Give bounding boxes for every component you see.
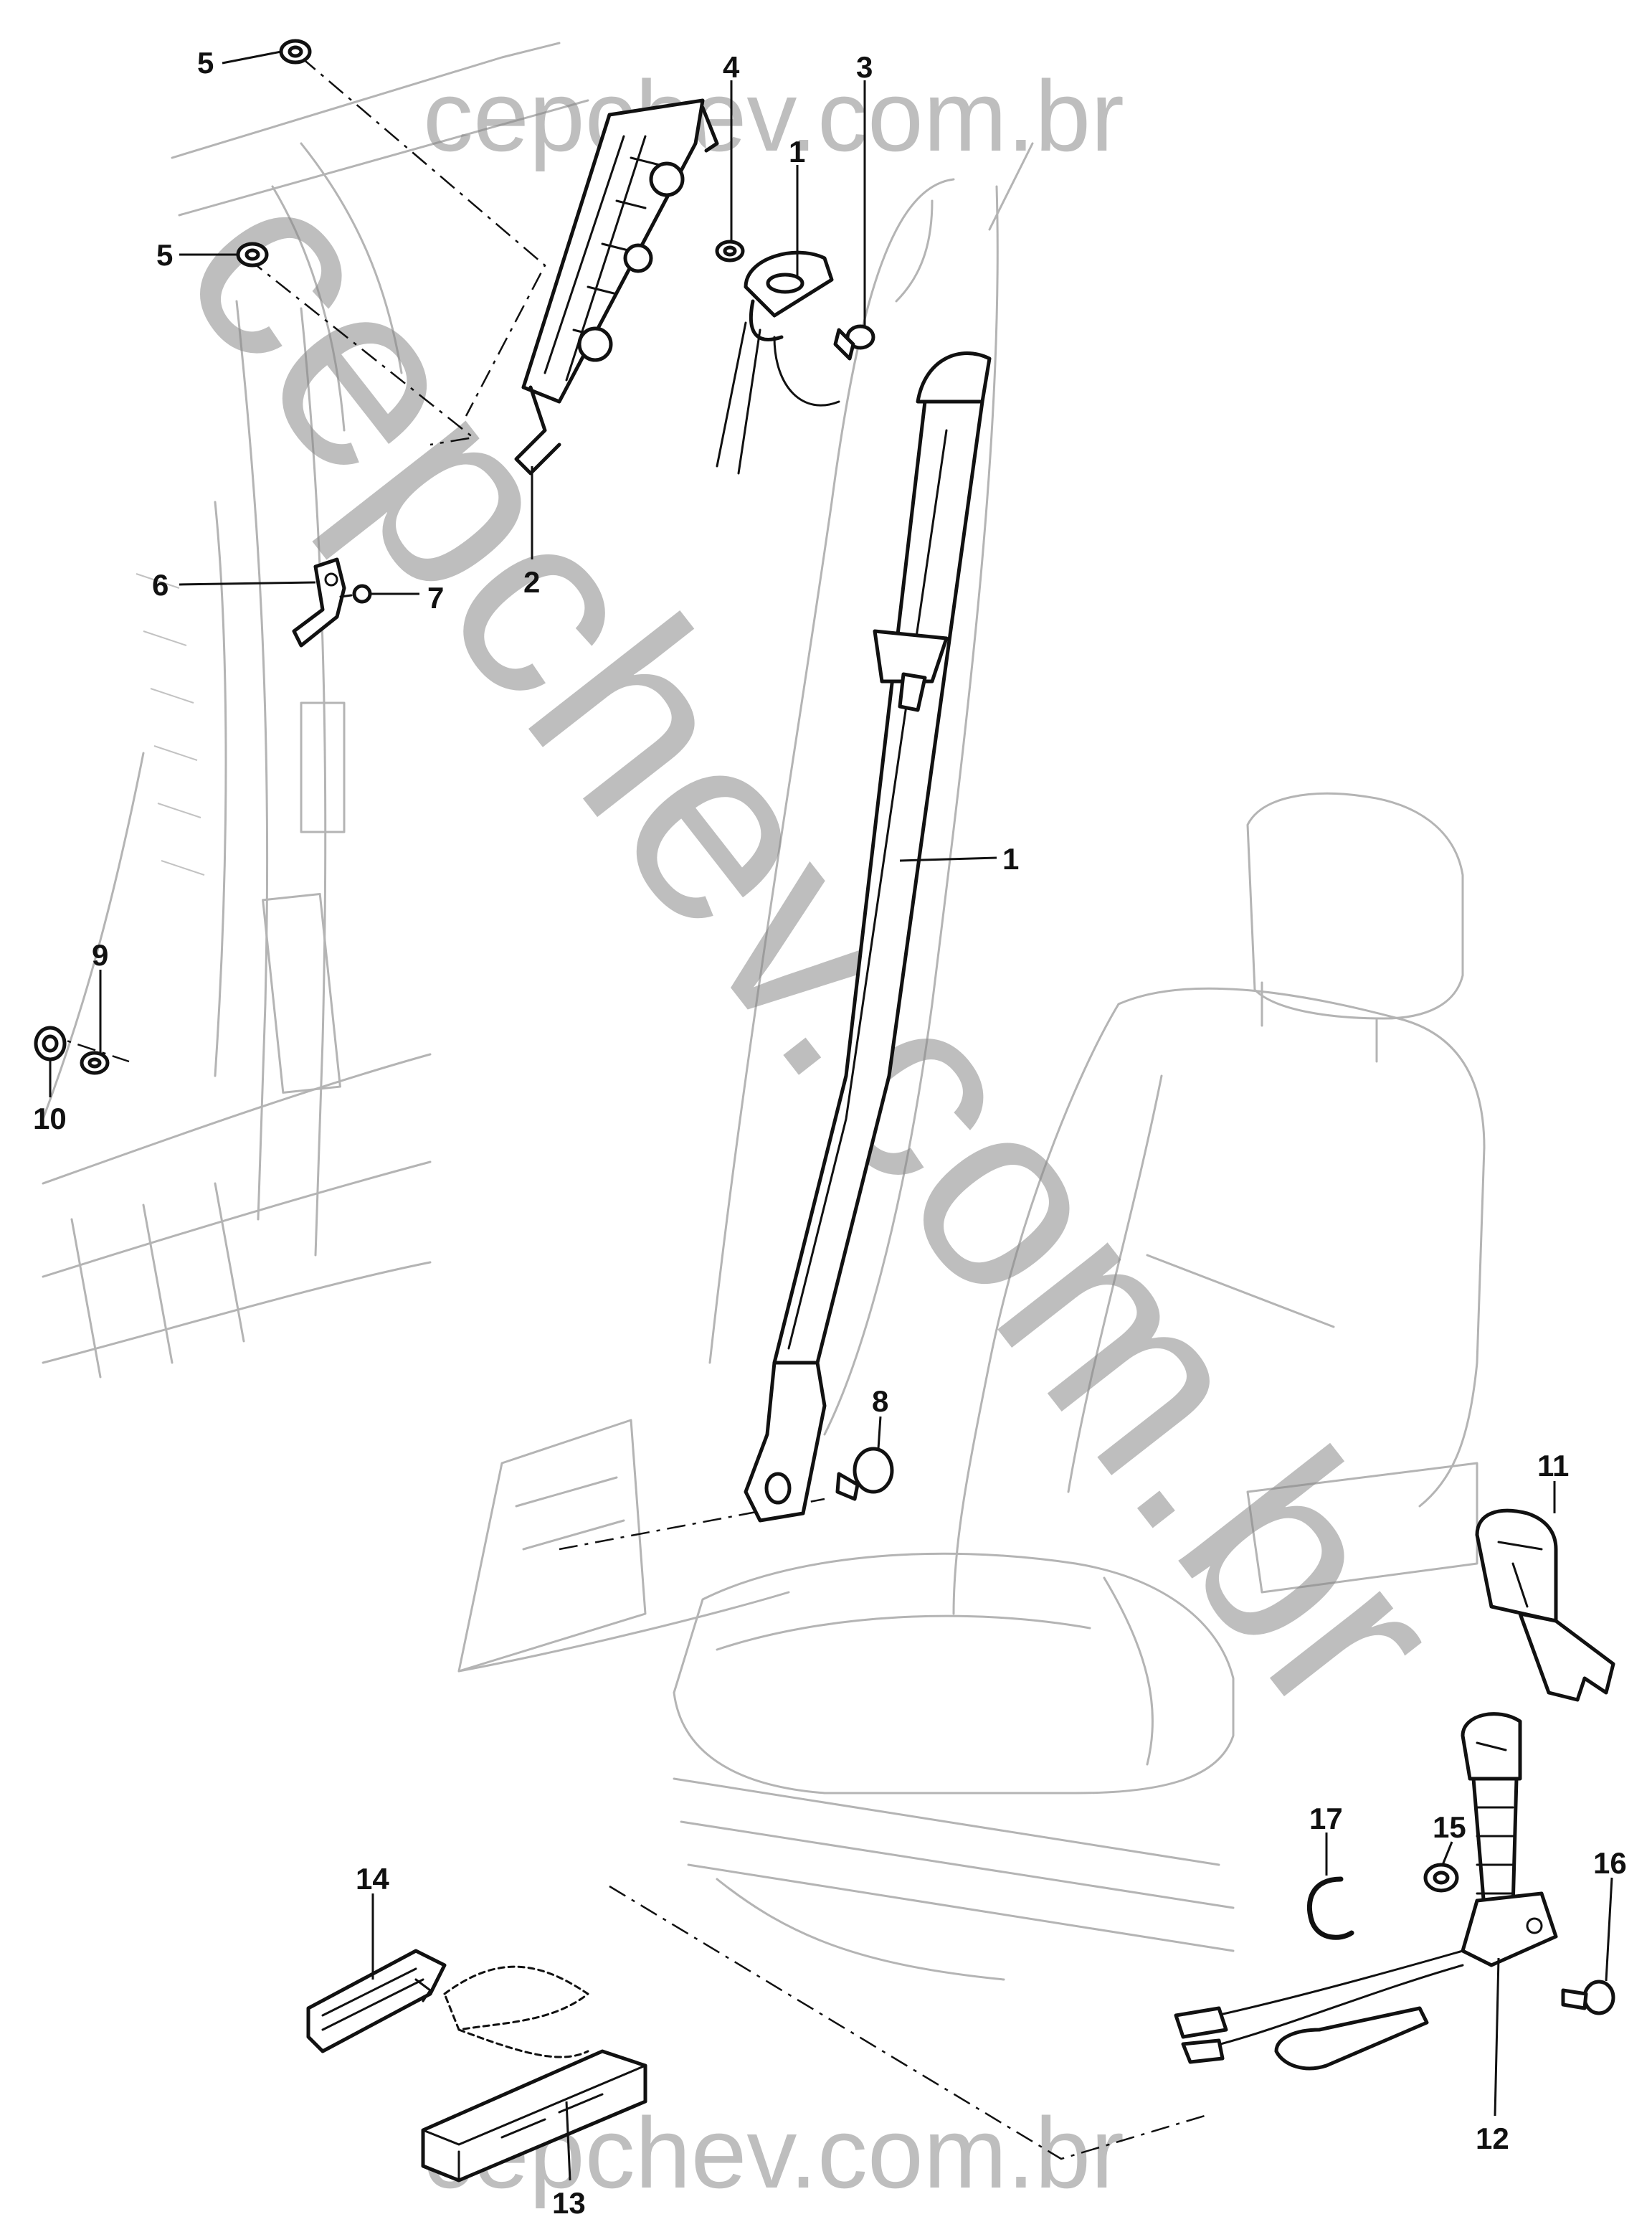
part-6-bracket	[292, 557, 346, 648]
callout-7: 7	[427, 581, 444, 615]
callout-15: 13	[552, 2186, 586, 2220]
part-7-screw	[339, 584, 372, 604]
part-15-harness-connector	[421, 1965, 647, 2183]
watermark-top: cepchev.com.br	[423, 60, 1124, 172]
part-8-bolt	[835, 1447, 894, 1501]
watermark-group: cepchev.com.br cepchev.com.br cepchev.co…	[126, 60, 1501, 2209]
part-11-buckle	[1475, 1508, 1615, 1702]
part-2-height-adjuster	[514, 98, 719, 476]
callout-1-lower: 1	[1002, 842, 1019, 876]
part-4-washer	[715, 240, 745, 263]
callout-11: 11	[1537, 1449, 1569, 1483]
callout-17: 17	[1309, 1802, 1343, 1835]
part-13-nut	[1423, 1863, 1459, 1893]
part-14-bolt	[1561, 1980, 1615, 2015]
part-17-clip	[1306, 1876, 1354, 1940]
callout-12: 12	[1476, 2122, 1509, 2155]
callout-13: 15	[1433, 1810, 1466, 1844]
seat-ghost	[673, 792, 1486, 1981]
callout-labels: 5 4 3 1 5 2 6 7 1 9 10 8 11 17 15 16 14 …	[33, 46, 1627, 2220]
part-12-buckle-assembly	[1174, 1712, 1558, 2071]
part-10-grommet	[34, 1026, 67, 1061]
vehicle-body-ghost	[42, 42, 1034, 1673]
callout-1-upper: 1	[789, 135, 805, 169]
leader-lines	[49, 50, 1613, 2181]
part-5-nut-upper	[279, 39, 312, 65]
part-3-bolt	[833, 324, 875, 361]
callout-6: 6	[152, 568, 168, 602]
part-1-belt-webbing	[744, 351, 992, 1523]
callout-4: 4	[723, 50, 740, 84]
part-9-nut	[80, 1051, 110, 1075]
callout-10: 10	[33, 1102, 67, 1135]
part-16-sensor-module	[306, 1949, 447, 2053]
part-5-nut-lower	[236, 242, 269, 268]
callout-5-upper: 5	[197, 46, 214, 80]
callout-3: 3	[856, 50, 873, 84]
callout-9: 9	[92, 938, 108, 972]
callout-16: 14	[356, 1862, 389, 1896]
callout-5-lower: 5	[156, 238, 173, 272]
callout-8: 8	[872, 1384, 888, 1418]
part-1-upper-anchor	[716, 250, 840, 475]
callout-2: 2	[523, 565, 540, 599]
watermark-diagonal: cepchev.com.br	[126, 125, 1501, 1769]
callout-14: 16	[1593, 1846, 1627, 1880]
